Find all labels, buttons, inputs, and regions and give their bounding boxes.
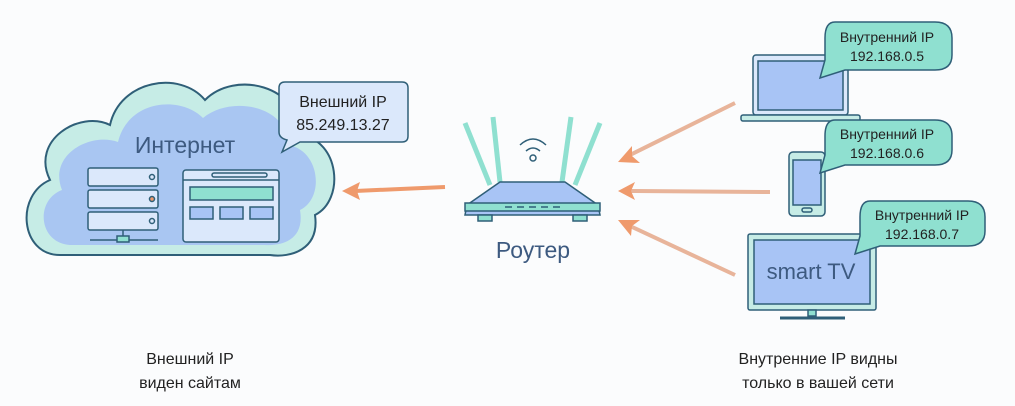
external-ip-bubble: Внешний IP 85.249.13.27: [278, 81, 409, 154]
caption-right-line2: только в вашей сети: [742, 375, 894, 392]
arrows: [342, 101, 771, 277]
server-rack-icon: [87, 167, 159, 243]
caption-right-line1: Внутренние IP видны: [739, 351, 898, 368]
phone-ip-bubble: Внутренний IP 192.168.0.6: [818, 119, 953, 175]
arrow-tv-to-router: [618, 220, 736, 277]
arrow-router-to-internet: [342, 182, 446, 200]
bubble-title: Внутренний IP: [840, 29, 934, 45]
caption-left-line2: виден сайтам: [139, 375, 241, 392]
bubble-ip: 192.168.0.7: [885, 226, 959, 242]
browser-window-icon: [182, 169, 280, 243]
bubble-ip: 192.168.0.5: [850, 48, 924, 64]
internet-label: Интернет: [135, 132, 236, 158]
bubble-ip: 192.168.0.6: [850, 145, 924, 161]
caption-left-line1: Внешний IP: [146, 351, 234, 368]
phone-icon: [788, 151, 826, 217]
arrow-phone-to-router: [618, 182, 771, 200]
internet-cloud: Интернет: [25, 81, 336, 257]
bubble-title: Внешний IP: [299, 94, 387, 111]
router-label: Роутер: [496, 237, 570, 263]
laptop-ip-bubble: Внутренний IP 192.168.0.5: [818, 21, 953, 80]
tv-label: smart TV: [767, 259, 856, 284]
tv-icon: [747, 233, 877, 320]
bubble-title: Внутренний IP: [840, 126, 934, 142]
router-icon: [462, 116, 603, 222]
bubble-ip: 85.249.13.27: [296, 117, 390, 134]
tv-ip-bubble: Внутренний IP 192.168.0.7: [853, 200, 986, 256]
bubble-title: Внутренний IP: [875, 207, 969, 223]
arrow-laptop-to-router: [618, 101, 736, 163]
